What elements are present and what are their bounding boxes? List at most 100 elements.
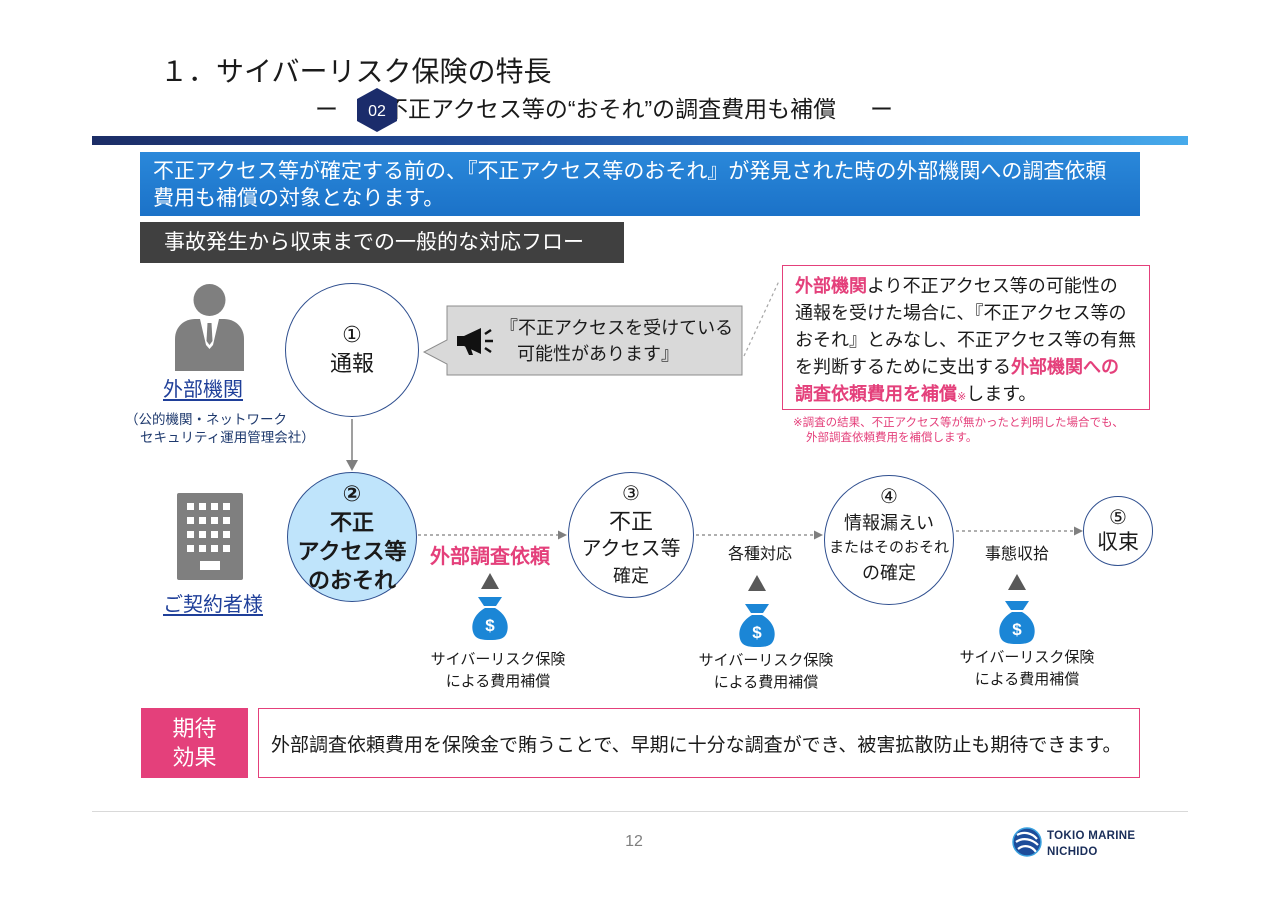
step-3-line-1: 不正 xyxy=(608,509,653,534)
transition-label-3: 事態収拾 xyxy=(984,546,1050,563)
expected-effect-label: 期待 効果 xyxy=(141,708,248,778)
flow-section-label: 事故発生から収束までの一般的な対応フロー xyxy=(140,222,624,263)
section-badge-number: 02 xyxy=(368,103,386,120)
megaphone-icon xyxy=(457,328,493,355)
step-3-circle: ③ 不正 アクセス等 確定 xyxy=(568,472,694,598)
step-5-circle: ⑤ 収束 xyxy=(1083,496,1153,566)
page-number: 12 xyxy=(625,833,643,850)
tokio-marine-logo-icon xyxy=(1012,827,1042,857)
building-icon xyxy=(177,493,243,580)
dashed-arrow-step3-to-step4 xyxy=(696,530,823,540)
notice-line-4: を判断するために支出する外部機関への xyxy=(795,354,1119,381)
step-3-content: ③ 不正 アクセス等 確定 xyxy=(582,480,681,590)
coverage-line-2: による費用補償 xyxy=(713,674,819,691)
external-agency-note-1: （公的機関・ネットワーク xyxy=(125,412,287,427)
callout-line-2: 可能性があります』 xyxy=(517,344,679,364)
notice-footnote-2: 外部調査依頼費用を補償します。 xyxy=(806,432,978,444)
pointer-triangle-1 xyxy=(481,573,499,589)
money-bag-icon: $ xyxy=(999,601,1035,644)
arrow-step1-to-step2 xyxy=(346,419,358,471)
notice-line-5: 調査依頼費用を補償※します。 xyxy=(795,381,1036,411)
step-1-content: ① 通報 xyxy=(330,321,374,379)
step-2-circle: ② 不正 アクセス等 のおそれ xyxy=(287,472,417,602)
step-5-label: 収束 xyxy=(1097,531,1139,554)
money-bag-icon: $ xyxy=(472,597,508,640)
coverage-line-1: サイバーリスク保険 xyxy=(959,649,1095,666)
callout-line-1: 『不正アクセスを受けている xyxy=(500,318,734,338)
slide-subtitle: 不正アクセス等の“おそれ”の調査費用も補償 xyxy=(385,96,837,122)
transition-label-2: 各種対応 xyxy=(727,546,793,563)
coverage-line-2: による費用補償 xyxy=(445,673,551,690)
subtitle-dash-left: ー xyxy=(315,96,338,122)
person-icon xyxy=(175,284,244,371)
banner-line-1: 不正アクセス等が確定する前の、『不正アクセス等のおそれ』が発見された時の外部機関… xyxy=(153,160,1107,183)
hexagon-shape xyxy=(357,88,397,132)
banner-line-2: 費用も補償の対象となります。 xyxy=(153,187,445,210)
notice-text: を判断するために支出する xyxy=(795,357,1011,377)
step-3-number: ③ xyxy=(622,483,640,505)
notice-line-2: 通報を受けた場合に、『不正アクセス等の xyxy=(795,303,1127,323)
coverage-line-1: サイバーリスク保険 xyxy=(430,651,566,668)
pointer-triangle-3 xyxy=(1008,574,1026,590)
step-5-content: ⑤ 収束 xyxy=(1097,506,1139,556)
step-5-number: ⑤ xyxy=(1109,507,1127,529)
coverage-text-1: サイバーリスク保険 による費用補償 xyxy=(431,649,566,693)
expected-effect-label-line-2: 効果 xyxy=(172,745,217,770)
notice-text: より不正アクセス等の可能性の xyxy=(867,276,1118,296)
dashed-arrow-step4-to-step5 xyxy=(956,526,1083,536)
notice-footnote-1: ※調査の結果、不正アクセス等が無かったと判明した場合でも、 xyxy=(793,417,1124,429)
money-bag-symbol: $ xyxy=(485,616,495,635)
notice-text: します。 xyxy=(966,384,1037,404)
slide-title: １．サイバーリスク保険の特長 xyxy=(160,56,552,87)
notice-line-3: おそれ』とみなし、不正アクセス等の有無 xyxy=(795,330,1137,350)
money-bag-symbol: $ xyxy=(752,623,762,642)
subtitle-dash-right: ー xyxy=(870,96,893,122)
notice-emphasis: 外部機関 xyxy=(795,276,867,296)
notice-footnote-mark: ※ xyxy=(957,391,967,403)
coverage-line-2: による費用補償 xyxy=(974,671,1080,688)
step-4-circle: ④ 情報漏えい またはそのおそれ の確定 xyxy=(824,475,954,605)
step-2-content: ② 不正 アクセス等 のおそれ xyxy=(298,479,407,595)
step-2-line-2: アクセス等 xyxy=(297,539,407,564)
step-2-number: ② xyxy=(342,481,362,506)
external-agency-note-2: セキュリティ運用管理会社） xyxy=(140,430,315,445)
section-badge-hexagon: 02 xyxy=(357,88,397,132)
title-underline-bar xyxy=(92,136,1188,145)
coverage-notice-box: 外部機関より不正アクセス等の可能性の 通報を受けた場合に、『不正アクセス等の お… xyxy=(782,265,1150,410)
coverage-text-3: サイバーリスク保険 による費用補償 xyxy=(960,647,1095,691)
step-4-line-3: の確定 xyxy=(861,563,916,583)
notice-emphasis: 調査依頼費用を補償 xyxy=(795,384,957,404)
callout-to-notice-dashed-line xyxy=(743,280,780,357)
notice-line-1: 外部機関より不正アクセス等の可能性の xyxy=(795,273,1118,300)
step-4-line-2: またはそのおそれ xyxy=(828,539,949,556)
callout-bubble xyxy=(422,305,743,376)
logo-line-2: NICHIDO xyxy=(1047,846,1098,858)
coverage-text-2: サイバーリスク保険 による費用補償 xyxy=(699,650,834,694)
step-4-content: ④ 情報漏えい またはそのおそれ の確定 xyxy=(829,484,949,586)
step-1-label: 通報 xyxy=(329,351,374,376)
expected-effect-label-line-1: 期待 xyxy=(172,716,217,741)
summary-banner: 不正アクセス等が確定する前の、『不正アクセス等のおそれ』が発見された時の外部機関… xyxy=(140,152,1140,216)
client-link[interactable]: ご契約者様 xyxy=(163,594,263,616)
step-4-line-1: 情報漏えい xyxy=(843,513,934,533)
step-3-line-3: 確定 xyxy=(613,566,649,586)
step-4-number: ④ xyxy=(880,486,898,508)
expected-effect-text: 外部調査依頼費用を保険金で賄うことで、早期に十分な調査ができ、被害拡散防止も期待… xyxy=(271,734,1122,756)
transition-label-1: 外部調査依頼 xyxy=(430,546,550,568)
coverage-line-1: サイバーリスク保険 xyxy=(698,652,834,669)
dashed-arrow-step2-to-step3 xyxy=(418,530,567,540)
company-logo-text: TOKIO MARINE NICHIDO xyxy=(1047,828,1135,860)
step-2-line-1: 不正 xyxy=(329,510,374,535)
money-bag-symbol: $ xyxy=(1012,620,1022,639)
pointer-triangle-2 xyxy=(748,575,766,591)
step-1-number: ① xyxy=(342,322,362,347)
footer-divider xyxy=(92,811,1188,812)
logo-line-1: TOKIO MARINE xyxy=(1047,830,1136,842)
external-agency-link[interactable]: 外部機関 xyxy=(163,379,243,401)
step-3-line-2: アクセス等 xyxy=(581,538,681,560)
notice-emphasis: 外部機関への xyxy=(1011,357,1119,377)
money-bag-icon: $ xyxy=(739,604,775,647)
step-2-line-3: のおそれ xyxy=(307,568,396,593)
